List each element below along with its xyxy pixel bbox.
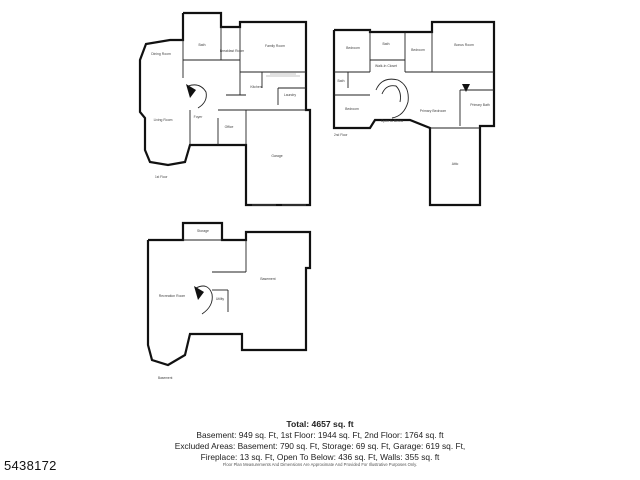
floor-label-basement: Basement: [158, 376, 172, 380]
room-label-primary-bath: Primary Bath: [470, 103, 490, 107]
listing-id: 5438172: [4, 458, 57, 473]
excluded-areas-line: Excluded Areas: Basement: 790 sq. Ft, St…: [174, 441, 466, 451]
basement-exterior-wall: [146, 221, 312, 367]
basement-stair: [195, 285, 213, 315]
room-label-office: Office: [225, 125, 234, 129]
room-label-living: Living Room: [154, 118, 173, 122]
total-area: Total: 4657 sq. ft: [286, 419, 354, 429]
room-label-foyer: Foyer: [194, 115, 204, 119]
floor-areas-line: Basement: 949 sq. Ft, 1st Floor: 1944 sq…: [196, 430, 444, 440]
room-label-rec: Recreation Room: [159, 294, 186, 298]
basement-plan: Storage Recreation Room Utility Basement…: [146, 221, 312, 380]
room-label-basement: Basement: [260, 277, 275, 281]
first-floor-plan: Dining Room Bath Breakfast Room Family R…: [138, 11, 312, 207]
second-floor-plan: Bedroom Bath Bedroom Bonus Room Bath Wal…: [332, 20, 496, 207]
room-label-bedroom-2: Bedroom: [411, 48, 425, 52]
room-label-utility: Utility: [216, 297, 225, 301]
room-label-bath-2f-1: Bath: [383, 42, 390, 46]
floor-label-second: 2nd Floor: [334, 133, 348, 137]
room-label-primary: Primary Bedroom: [420, 109, 447, 113]
excluded-areas-line-2: Fireplace: 13 sq. Ft, Open To Below: 436…: [200, 452, 440, 462]
room-label-attic: Attic: [452, 162, 459, 166]
first-floor-exterior-wall: [138, 11, 312, 207]
room-label-dining: Dining Room: [151, 52, 171, 56]
room-label-bath-2f-2: Bath: [338, 79, 345, 83]
room-label-breakfast: Breakfast Room: [220, 49, 244, 53]
first-floor-stair: [187, 84, 207, 109]
room-label-open-below: Open to Below: [381, 119, 404, 123]
first-floor-stair-landing: [186, 84, 196, 98]
second-floor-stair-inner: [381, 85, 401, 103]
second-floor-fireplace: [462, 84, 470, 92]
room-label-kitchen: Kitchen: [250, 85, 261, 89]
room-label-bonus: Bonus Room: [454, 43, 474, 47]
second-floor-exterior-wall: [332, 20, 496, 207]
area-summary: Total: 4657 sq. ft Basement: 949 sq. Ft,…: [0, 419, 640, 463]
room-label-family: Family Room: [265, 44, 285, 48]
room-label-garage: Garage: [271, 154, 282, 158]
room-label-storage: Storage: [197, 229, 209, 233]
room-label-bath-1f: Bath: [199, 43, 206, 47]
room-label-bedroom-1: Bedroom: [346, 46, 360, 50]
room-label-laundry: Laundry: [284, 93, 297, 97]
basement-stair-landing: [194, 286, 204, 300]
room-label-wic: Walk-In Closet: [375, 64, 397, 68]
second-floor-stair: [375, 78, 409, 119]
room-label-bedroom-3: Bedroom: [345, 107, 359, 111]
floor-label-first: 1st Floor: [155, 175, 168, 179]
disclaimer-text: Floor Plan Measurements And Dimensions A…: [222, 462, 418, 467]
